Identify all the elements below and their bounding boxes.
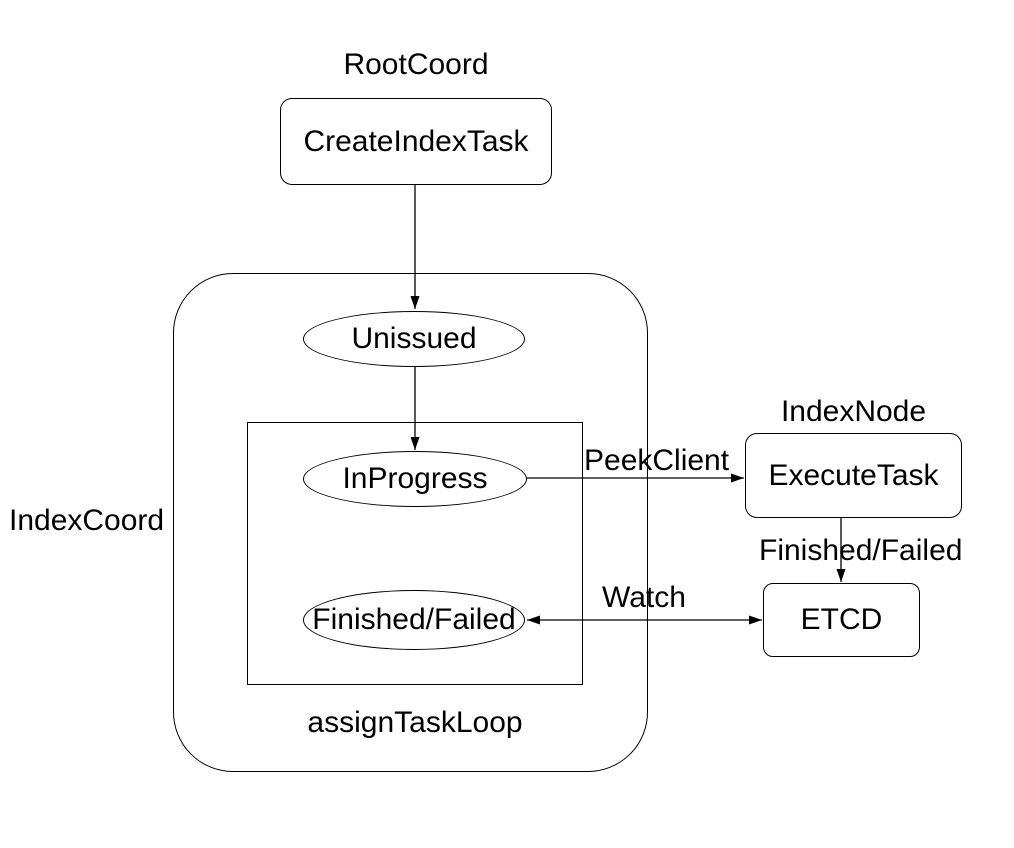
unissued-state-node: Unissued	[303, 311, 525, 367]
indexnode-group-label: IndexNode	[780, 395, 927, 428]
etcd-label: ETCD	[800, 603, 883, 636]
execute-task-label: ExecuteTask	[768, 458, 939, 492]
indexcoord-group-label: IndexCoord	[9, 504, 165, 537]
rootcoord-group-label: RootCoord	[343, 48, 489, 81]
watch-edge-label: Watch	[602, 581, 686, 614]
in-progress-state-label: InProgress	[342, 462, 488, 495]
execute-task-node: ExecuteTask	[745, 433, 962, 518]
indexcoord-group-box	[173, 273, 648, 772]
create-index-task-label: CreateIndexTask	[303, 124, 529, 158]
finished-failed-state-label: Finished/Failed	[312, 603, 516, 636]
finished-failed-state-node: Finished/Failed	[303, 590, 525, 650]
unissued-state-label: Unissued	[351, 322, 477, 355]
in-progress-state-node: InProgress	[303, 451, 527, 507]
finished-failed-edge-label: Finished/Failed	[759, 534, 963, 567]
peekclient-edge-label: PeekClient	[584, 444, 730, 477]
create-index-task-node: CreateIndexTask	[280, 98, 552, 185]
etcd-node: ETCD	[763, 583, 920, 657]
assigntaskloop-group-label: assignTaskLoop	[307, 706, 523, 739]
